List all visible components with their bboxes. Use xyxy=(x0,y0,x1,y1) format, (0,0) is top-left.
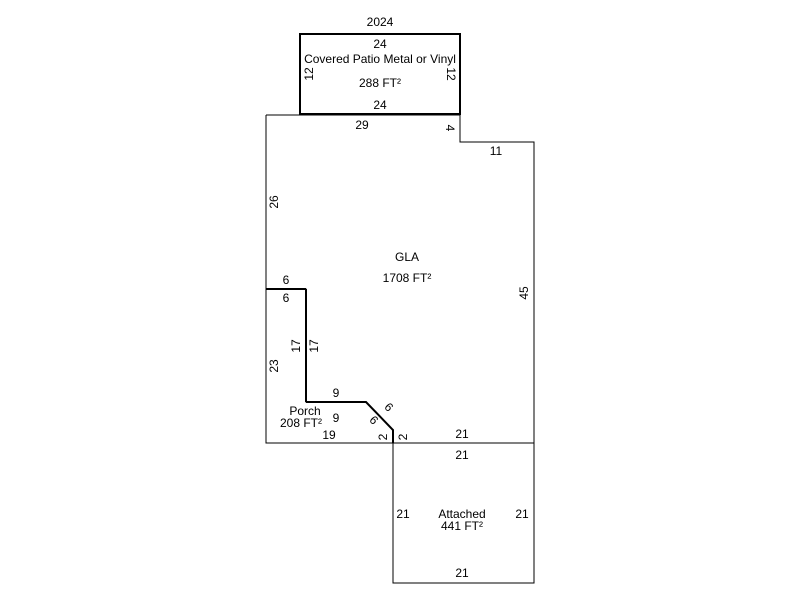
patio-right-dim: 12 xyxy=(444,67,458,81)
gla-notch-top-dim: 6 xyxy=(283,273,290,287)
porch-outline xyxy=(265,289,393,444)
gla-top-right-dim: 11 xyxy=(490,144,503,158)
patio-top-dim: 24 xyxy=(373,37,387,51)
gla-name: GLA xyxy=(395,250,419,264)
porch-diag-wall xyxy=(306,401,394,443)
gla-left-dim: 26 xyxy=(267,195,281,209)
gla-diag-dim: 6 xyxy=(382,400,397,415)
garage-right-dim: 21 xyxy=(515,507,529,521)
garage-left-dim: 21 xyxy=(396,507,410,521)
garage-area: 441 FT² xyxy=(441,519,483,533)
porch-inner-dim: 9 xyxy=(333,411,340,425)
gla-step-down-dim: 2 xyxy=(396,433,410,440)
year-label: 2024 xyxy=(367,15,394,29)
porch-diag-dim: 6 xyxy=(367,413,382,428)
porch-side-dim: 17 xyxy=(289,339,303,353)
patio-left-dim: 12 xyxy=(302,67,316,81)
gla-top-dim: 29 xyxy=(355,118,369,132)
gla-step-dim: 4 xyxy=(443,125,457,132)
garage-top-dim: 21 xyxy=(455,448,469,462)
patio-name: Covered Patio Metal or Vinyl xyxy=(304,52,456,66)
garage-outline xyxy=(392,442,535,584)
gla-area: 1708 FT² xyxy=(383,271,432,285)
garage-name: Attached xyxy=(438,507,485,521)
garage-bottom-dim: 21 xyxy=(455,566,469,580)
patio-bottom-dim: 24 xyxy=(373,98,387,112)
gla-notch-side-dim: 17 xyxy=(307,339,321,353)
patio-area: 288 FT² xyxy=(359,76,401,90)
porch-left-dim: 23 xyxy=(267,359,281,373)
gla-porch-top-dim: 9 xyxy=(333,386,340,400)
porch-bottom-dim: 19 xyxy=(322,428,336,442)
porch-name: Porch xyxy=(289,404,320,418)
gla-bottom-dim: 21 xyxy=(455,427,469,441)
porch-area: 208 FT² xyxy=(280,416,322,430)
porch-right-dim: 2 xyxy=(376,433,390,440)
porch-top-dim: 6 xyxy=(283,291,290,305)
gla-right-dim: 45 xyxy=(517,286,531,300)
patio-outline xyxy=(299,33,461,115)
